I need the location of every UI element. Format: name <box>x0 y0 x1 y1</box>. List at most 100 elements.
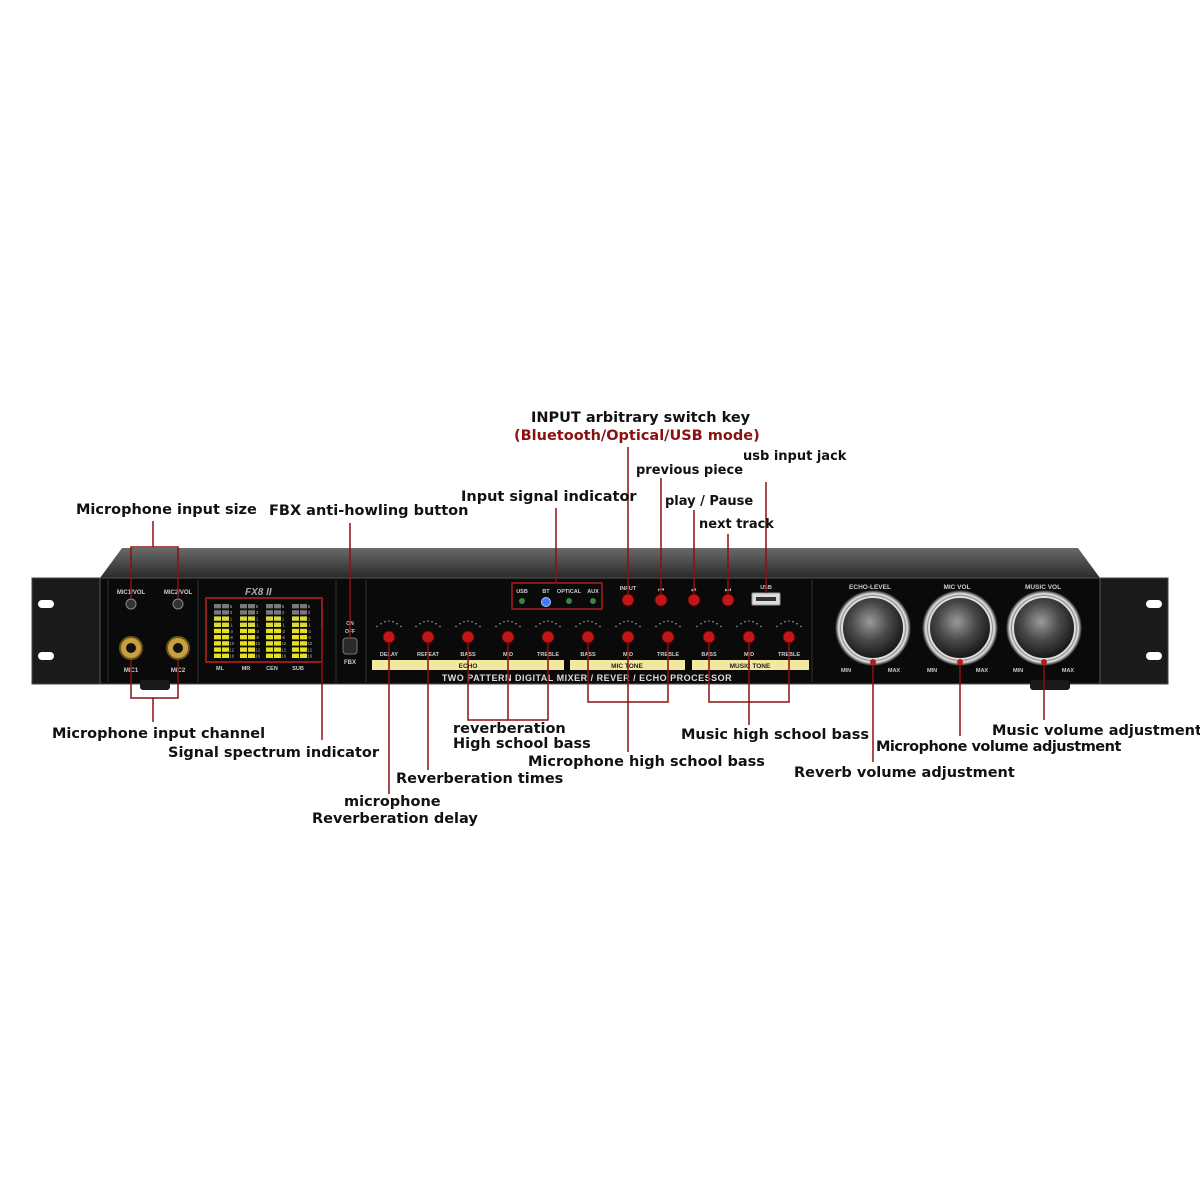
bt-indicator-led <box>541 597 551 607</box>
meter-led <box>240 641 247 646</box>
meter-led <box>214 610 221 615</box>
callout-spectrum: Signal spectrum indicator <box>168 745 379 761</box>
tone-scale-dot <box>471 620 473 623</box>
meter-led <box>266 604 273 609</box>
meter-scale-label: -16 <box>306 654 313 659</box>
meter-led <box>274 610 281 615</box>
meter-led <box>214 604 221 609</box>
meter-led <box>300 653 307 658</box>
callout-input-modes: (Bluetooth/Optical/USB mode) <box>514 428 760 444</box>
tone-scale-dot <box>748 620 750 622</box>
meter-led <box>214 635 221 640</box>
tone-knob-bass[interactable] <box>581 630 595 644</box>
tone-scale-dot <box>503 620 505 623</box>
aux-indicator-led <box>590 598 596 604</box>
tone-scale-dot <box>435 622 437 625</box>
callout-mic-volume: Microphone volume adjustment <box>876 739 1121 755</box>
fbx-button[interactable] <box>342 637 358 655</box>
tone-scale-dot <box>740 622 742 625</box>
mic-vol-knob[interactable] <box>928 596 992 660</box>
tone-knob-treble[interactable] <box>782 630 796 644</box>
meter-scale-label: -1 <box>229 623 233 628</box>
tone-knob-bass[interactable] <box>702 630 716 644</box>
chassis-top <box>100 548 1100 578</box>
callout-reverb-bass-2: High school bass <box>453 736 591 752</box>
meter-label-cen: CEN <box>266 666 278 672</box>
echo-level-max: MAX <box>888 668 901 674</box>
spectrum-meter: 631-1-3-6-10-12-16631-1-3-6-10-12-16631-… <box>214 604 313 659</box>
tone-knob-repeat[interactable] <box>421 630 435 644</box>
meter-led <box>300 604 307 609</box>
tone-scale-dot <box>415 625 417 628</box>
meter-led <box>274 622 281 627</box>
tone-knob-bass[interactable] <box>461 630 475 644</box>
meter-scale-label: -16 <box>280 654 287 659</box>
tone-knob-mid[interactable] <box>621 630 635 644</box>
tone-knob-delay[interactable] <box>382 630 396 644</box>
callout-mic-bass: Microphone high school bass <box>528 754 765 770</box>
input-button[interactable] <box>621 593 635 607</box>
tone-knob-mid[interactable] <box>501 630 515 644</box>
mic2-volume-knob[interactable] <box>172 598 184 610</box>
tone-scale-dot <box>423 620 425 623</box>
meter-scale-label: -3 <box>229 629 233 634</box>
meter-scale-label: -10 <box>306 641 313 646</box>
foot <box>1030 680 1070 690</box>
leader-mic-channel-2 <box>153 660 179 699</box>
meter-led <box>222 628 229 634</box>
meter-led <box>292 647 299 652</box>
tone-scale-dot <box>455 625 457 628</box>
mic-vol-min: MIN <box>927 668 937 674</box>
meter-scale-label: -6 <box>229 635 233 640</box>
meter-led <box>222 610 229 615</box>
tone-scale-dot <box>663 620 665 623</box>
tone-scale-dot <box>396 622 398 625</box>
callout-play-pause: play / Pause <box>665 494 754 509</box>
meter-led <box>214 616 221 621</box>
tone-scale-dot <box>635 622 637 625</box>
mic-vol-max: MAX <box>976 668 989 674</box>
mic-vol-knob-group: MIC VOL MIN MAX <box>922 584 998 674</box>
meter-led <box>222 622 229 627</box>
echo-level-knob[interactable] <box>841 596 905 660</box>
mic1-volume-knob[interactable] <box>125 598 137 610</box>
meter-scale-label: -10 <box>280 641 287 646</box>
play-pause-button[interactable] <box>687 593 701 607</box>
callout-input-signal: Input signal indicator <box>461 489 637 505</box>
processor-title: TWO PATTERN DIGITAL MIXER / REVER / ECHO… <box>442 673 732 683</box>
meter-led <box>214 641 221 646</box>
meter-led <box>248 653 255 658</box>
echo-level-marker <box>870 659 876 665</box>
tone-scale-dot <box>519 625 521 628</box>
meter-scale-label: -1 <box>307 623 311 628</box>
music-vol-knob[interactable] <box>1012 596 1076 660</box>
tone-knob-treble[interactable] <box>661 630 675 644</box>
music-vol-marker <box>1041 659 1047 665</box>
leader-mic-input-size <box>130 521 154 598</box>
next-button[interactable] <box>721 593 735 607</box>
bt-indicator-label: BT <box>542 589 550 595</box>
tone-knob-mid[interactable] <box>742 630 756 644</box>
meter-led <box>248 622 255 627</box>
callout-music-bass: Music high school bass <box>681 727 869 743</box>
meter-led <box>248 647 255 652</box>
meter-led <box>292 622 299 627</box>
callout-music-volume: Music volume adjustment <box>992 723 1200 739</box>
previous-button[interactable] <box>654 593 668 607</box>
meter-led <box>214 628 221 634</box>
tone-scale-dot <box>463 620 465 623</box>
tone-scale-dot <box>784 620 786 623</box>
tone-scale-dot <box>627 620 629 622</box>
tone-scale-dot <box>559 625 561 628</box>
meter-led <box>292 610 299 615</box>
tone-scale-dot <box>591 620 593 623</box>
tone-scale-dot <box>419 622 421 625</box>
tone-knob-treble[interactable] <box>541 630 555 644</box>
tone-scale-dot <box>495 625 497 628</box>
music-vol-knob-group: MUSIC VOL MIN MAX <box>1006 584 1082 674</box>
tone-scale-dot <box>659 622 661 625</box>
tone-scale-dot <box>631 620 633 623</box>
tone-scale-dot <box>615 625 617 628</box>
meter-led <box>266 610 273 615</box>
